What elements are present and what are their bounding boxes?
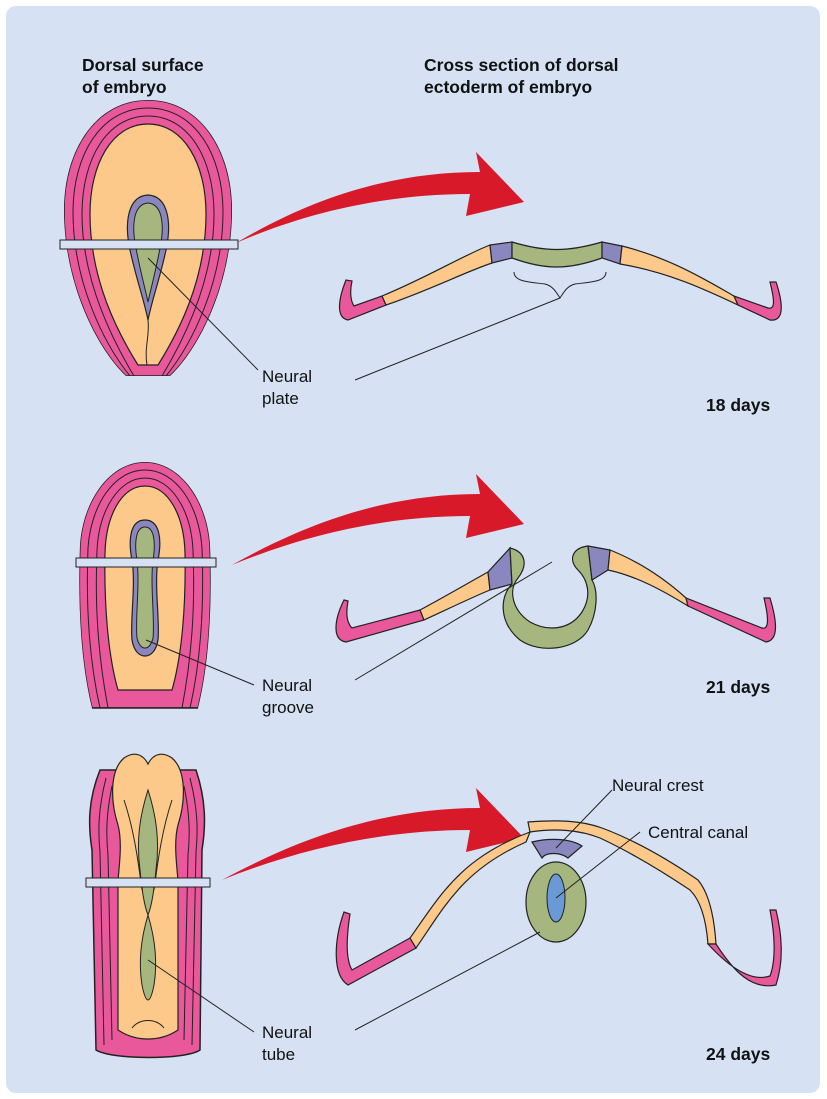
embryo-18-days (60, 100, 238, 376)
label-neural-plate-line1: Neural (262, 366, 312, 388)
label-neural-plate-line2: plate (262, 388, 312, 410)
label-neural-groove-line1: Neural (262, 675, 314, 697)
header-dorsal-surface: Dorsal surface of embryo (82, 54, 442, 98)
header-left-line1: Dorsal surface (82, 54, 442, 76)
label-neural-tube-line1: Neural (262, 1022, 312, 1044)
day-label-24: 24 days (706, 1044, 770, 1065)
embryo-24-days (86, 754, 210, 1057)
cross-section-18-days (148, 242, 781, 380)
day-label-18: 18 days (706, 395, 770, 416)
cross-section-21-days (146, 546, 776, 685)
label-neural-plate: Neural plate (262, 366, 312, 410)
header-right-line2: ectoderm of embryo (424, 76, 784, 98)
label-neural-groove-line2: groove (262, 697, 314, 719)
label-neural-tube-line2: tube (262, 1044, 312, 1066)
day-label-21: 21 days (706, 677, 770, 698)
embryo-21-days (76, 462, 216, 708)
header-left-line2: of embryo (82, 76, 442, 98)
arrow-21-days (232, 474, 524, 565)
header-right-line1: Cross section of dorsal (424, 54, 784, 76)
label-central-canal: Central canal (648, 822, 748, 844)
label-neural-tube: Neural tube (262, 1022, 312, 1066)
arrow-18-days (236, 152, 524, 243)
header-cross-section: Cross section of dorsal ectoderm of embr… (424, 54, 784, 98)
label-neural-crest: Neural crest (612, 775, 704, 797)
label-neural-groove: Neural groove (262, 675, 314, 719)
